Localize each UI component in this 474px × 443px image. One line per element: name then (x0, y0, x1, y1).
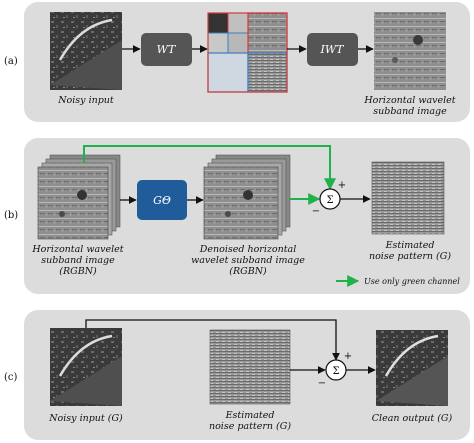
denoised-label-line3: (RGBN) (229, 266, 267, 277)
noisy-input-label-c: Noisy input (G) (48, 413, 123, 424)
wt-box (141, 33, 192, 66)
clean-output-image-c (376, 330, 448, 406)
wavelet-decomposition-grid (207, 12, 288, 93)
minus-sign-b: − (312, 206, 320, 217)
estimated-noise-pattern-b (371, 161, 445, 235)
noise-label-c-line1: Estimated (225, 410, 275, 421)
iwt-box (307, 33, 358, 66)
green-skip-arrow (83, 145, 336, 191)
clean-output-label: Clean output (G) (372, 413, 453, 424)
iwt-box-label: IWT (320, 43, 346, 56)
minus-sign-c: − (318, 378, 326, 389)
denoised-label-line2: wavelet subband image (191, 255, 305, 266)
summation-symbol-c: Σ (332, 366, 339, 377)
panel-c-tag: (c) (4, 372, 18, 383)
noisy-input-image-a (50, 12, 122, 90)
plus-sign-c: + (344, 351, 352, 362)
denoised-subband-stack (203, 154, 291, 240)
g-theta-box (137, 180, 187, 220)
noise-label-b-line2: noise pattern (G) (369, 251, 451, 262)
denoised-label-line1: Denoised horizontal (199, 244, 297, 255)
noisy-input-label-a: Noisy input (57, 95, 114, 106)
legend-label: Use only green channel (364, 277, 460, 286)
subband-label-a-line2: subband image (373, 106, 447, 117)
input-subband-label-line3: (RGBN) (59, 266, 97, 277)
summation-symbol-b: Σ (326, 195, 333, 206)
input-subband-label-line2: subband image (41, 255, 115, 266)
noise-label-c-line2: noise pattern (G) (209, 421, 291, 432)
skip-arrow-c (85, 319, 340, 361)
estimated-noise-pattern-c (209, 329, 291, 405)
noise-label-b-line1: Estimated (385, 240, 435, 251)
plus-sign-b: + (338, 180, 346, 191)
panel-a-tag: (a) (4, 56, 18, 67)
wt-box-label: WT (157, 43, 177, 56)
g-theta-label: GΘ (153, 194, 171, 207)
panel-b-tag: (b) (4, 210, 18, 221)
noisy-input-image-c (50, 328, 122, 406)
input-subband-stack (37, 154, 121, 240)
input-subband-label-line1: Horizontal wavelet (31, 244, 123, 255)
horizontal-subband-image-a (374, 12, 446, 90)
subband-label-a-line1: Horizontal wavelet (363, 95, 455, 106)
